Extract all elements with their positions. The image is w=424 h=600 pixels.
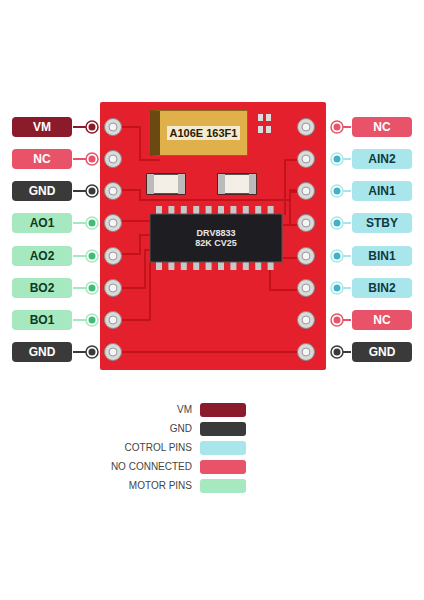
capacitor: A106E 163F1 — [150, 110, 248, 156]
pin-label: GND — [12, 342, 72, 362]
legend-text: COTROL PINS — [125, 442, 192, 453]
legend-swatch — [200, 422, 246, 436]
pcb — [100, 102, 326, 370]
label-text: BIN2 — [368, 281, 395, 295]
label-text: GND — [29, 184, 56, 198]
label-text: NC — [373, 313, 390, 327]
legend-text: NO CONNECTED — [111, 461, 192, 472]
pin-label: NC — [12, 149, 72, 169]
label-text: AO2 — [30, 249, 55, 263]
legend-swatch — [200, 479, 246, 493]
legend-text: GND — [170, 423, 192, 434]
label-text: GND — [369, 345, 396, 359]
label-text: DRV8833 82K CV25 — [190, 228, 242, 249]
pin-label: AO1 — [12, 213, 72, 233]
pin-label: BO2 — [12, 278, 72, 298]
pin-label: NC — [352, 310, 412, 330]
leader-lines — [73, 121, 351, 358]
label-text: NC — [33, 152, 50, 166]
legend-swatch — [200, 460, 246, 474]
label-text: AIN1 — [368, 184, 395, 198]
pin-label: GND — [352, 342, 412, 362]
chip-body — [150, 214, 282, 262]
label-text: A106E 163F1 — [167, 126, 241, 141]
legend-text: VM — [177, 404, 192, 415]
legend-swatch — [200, 441, 246, 455]
label-text: AO1 — [30, 216, 55, 230]
label-text: GND — [29, 345, 56, 359]
label-text: VM — [33, 120, 51, 134]
label-text: BO2 — [30, 281, 55, 295]
pin-label: AIN1 — [352, 181, 412, 201]
pin-label: BIN1 — [352, 246, 412, 266]
traces — [113, 127, 306, 352]
label-text: BO1 — [30, 313, 55, 327]
pin-label: VM — [12, 117, 72, 137]
label-text: STBY — [366, 216, 398, 230]
pin-label: NC — [352, 117, 412, 137]
legend-swatch — [200, 403, 246, 417]
pin-label: BO1 — [12, 310, 72, 330]
pin-label: STBY — [352, 213, 412, 233]
pin-label: AIN2 — [352, 149, 412, 169]
pin-label: BIN2 — [352, 278, 412, 298]
label-text: NC — [373, 120, 390, 134]
legend-text: MOTOR PINS — [129, 480, 192, 491]
label-text: BIN1 — [368, 249, 395, 263]
pin-label: GND — [12, 181, 72, 201]
pin-label: AO2 — [12, 246, 72, 266]
driver-chip: DRV8833 82K CV25 — [150, 214, 282, 262]
label-text: AIN2 — [368, 152, 395, 166]
